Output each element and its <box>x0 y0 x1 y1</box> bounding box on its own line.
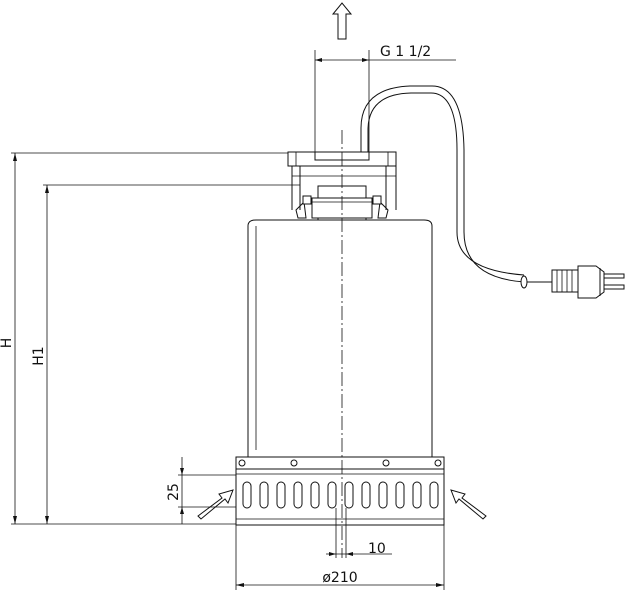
power-cable <box>360 85 552 289</box>
height-outlet-label: H1 <box>31 346 47 365</box>
height-total-dimension <box>11 152 289 524</box>
power-plug-icon <box>551 265 625 299</box>
inlet-flow-arrow-right <box>450 489 487 520</box>
inlet-height-dimension <box>178 457 236 524</box>
inlet-height-label: 25 <box>166 483 182 501</box>
inlet-slots <box>242 481 439 509</box>
height-total-label: H <box>0 338 15 349</box>
inlet-flow-arrow-left <box>197 489 234 520</box>
strainer-base <box>235 456 445 526</box>
motor-housing <box>247 219 433 458</box>
height-outlet-dimension <box>43 184 300 524</box>
outlet-flow-arrow <box>331 2 353 40</box>
thread-label: G 1 1/2 <box>380 44 431 60</box>
diameter-dimension <box>235 525 445 590</box>
slot-width-label: 10 <box>368 541 386 557</box>
diameter-label: ø210 <box>322 570 357 586</box>
thread-dimension <box>314 50 456 160</box>
slot-width-dimension <box>326 508 392 558</box>
